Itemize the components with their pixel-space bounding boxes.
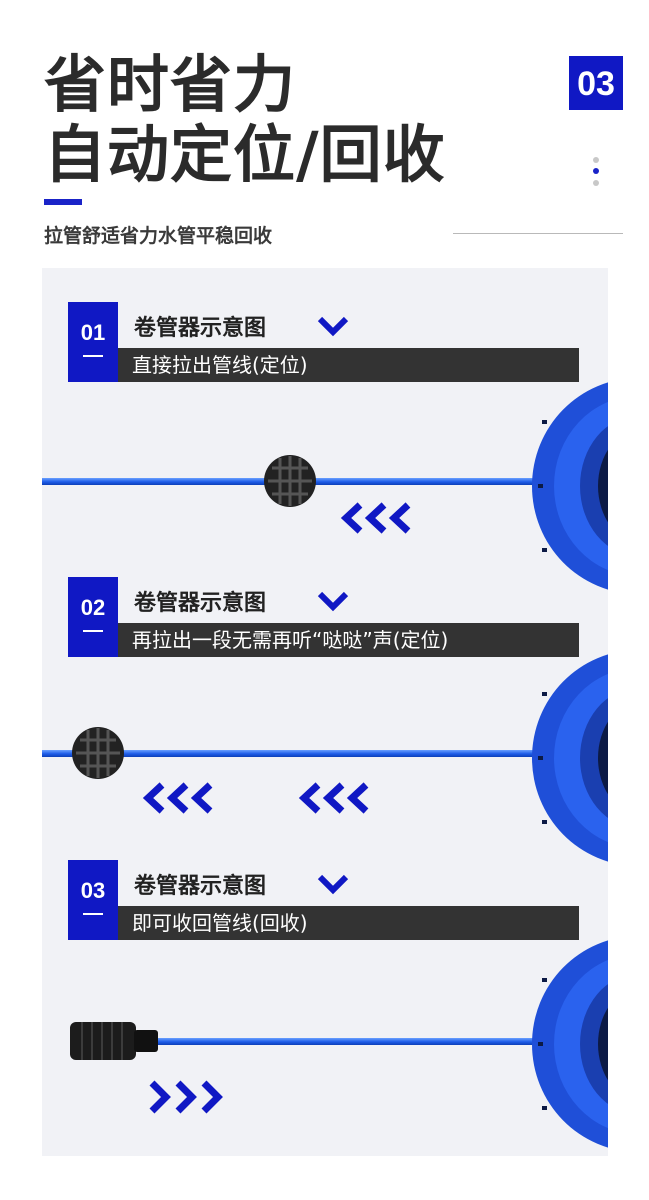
chevron-down-icon bbox=[317, 591, 349, 612]
step-label: 卷管器示意图 bbox=[134, 591, 267, 616]
step-description: 再拉出一段无需再听“哒哒”声(定位) bbox=[118, 623, 579, 657]
subtitle-divider bbox=[453, 233, 623, 234]
step-number-dash bbox=[83, 913, 103, 915]
left-arrows-icon bbox=[340, 502, 411, 534]
hose-reel-icon bbox=[532, 654, 608, 862]
page-number-badge: 03 bbox=[569, 56, 623, 110]
pager-dot[interactable] bbox=[593, 180, 599, 186]
step-number: 01 bbox=[80, 320, 106, 345]
left-arrows-icon bbox=[298, 782, 369, 814]
title-accent-bar bbox=[44, 199, 82, 205]
hose-stopper-ball-icon bbox=[264, 455, 316, 507]
step-label: 卷管器示意图 bbox=[134, 874, 267, 899]
step-description: 直接拉出管线(定位) bbox=[118, 348, 579, 382]
pager-dot-active[interactable] bbox=[593, 168, 599, 174]
right-arrows-icon bbox=[149, 1080, 223, 1114]
step-number: 03 bbox=[80, 878, 106, 903]
step-number-box: 02 bbox=[68, 577, 118, 657]
step-number: 02 bbox=[80, 595, 106, 620]
step-description: 即可收回管线(回收) bbox=[118, 906, 579, 940]
hose bbox=[154, 1038, 544, 1045]
hose-reel-icon bbox=[532, 940, 608, 1148]
pager-dot[interactable] bbox=[593, 157, 599, 163]
step-label: 卷管器示意图 bbox=[134, 316, 267, 341]
title-line-2: 自动定位/回收 bbox=[44, 118, 446, 191]
chevron-down-icon bbox=[317, 316, 349, 337]
hose-reel-icon bbox=[532, 382, 608, 590]
hose-end-nozzle-icon bbox=[70, 1022, 158, 1060]
step-number-dash bbox=[83, 630, 103, 632]
step-number-box: 03 bbox=[68, 860, 118, 940]
title-line-1: 省时省力 bbox=[44, 48, 297, 121]
step-number-dash bbox=[83, 355, 103, 357]
left-arrows-icon bbox=[142, 782, 213, 814]
hose bbox=[42, 750, 542, 757]
chevron-down-icon bbox=[317, 874, 349, 895]
hose-stopper-ball-icon bbox=[72, 727, 124, 779]
diagram-panel: 01 卷管器示意图 直接拉出管线(定位) 02 卷管器示意图 再拉出一段无需再听 bbox=[42, 268, 608, 1156]
subtitle: 拉管舒适省力水管平稳回收 bbox=[44, 225, 273, 247]
step-number-box: 01 bbox=[68, 302, 118, 382]
